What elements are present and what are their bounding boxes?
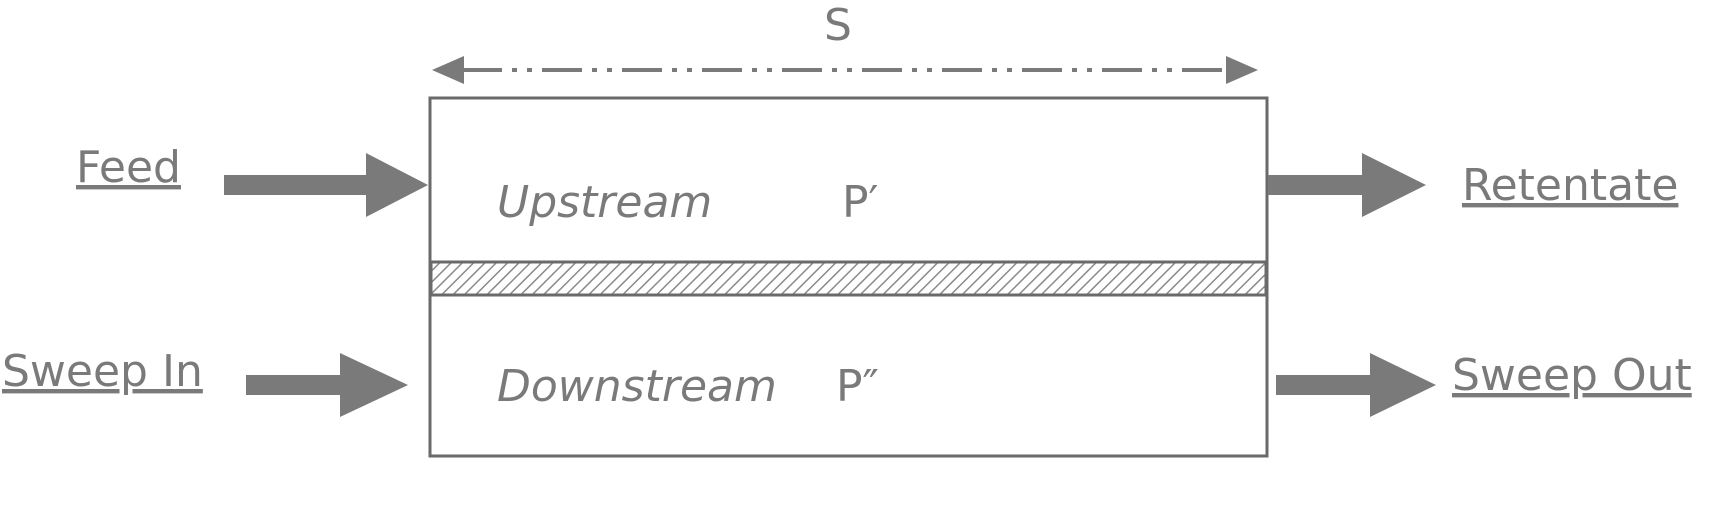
retentate-label: Retentate [1462,160,1678,211]
sweep-in-arrow-icon [246,353,408,417]
downstream-label: Downstream [497,361,777,412]
span-dimension: S [432,0,1258,84]
membrane-module [428,96,1269,458]
sweep-out-label: Sweep Out [1452,350,1692,401]
upstream-label: Upstream [497,177,712,228]
span-arrow-right-icon [1226,56,1258,84]
feed-label: Feed [76,142,181,193]
retentate-arrow-icon [1268,153,1426,217]
downstream-pressure-label: P″ [836,361,879,412]
sweep-in-label: Sweep In [2,346,203,397]
feed-arrow-icon [224,153,428,217]
span-label: S [824,0,852,51]
membrane-layer [429,260,1268,297]
upstream-pressure-label: P′ [842,177,879,228]
span-arrow-left-icon [432,56,464,84]
sweep-out-arrow-icon [1276,353,1436,417]
